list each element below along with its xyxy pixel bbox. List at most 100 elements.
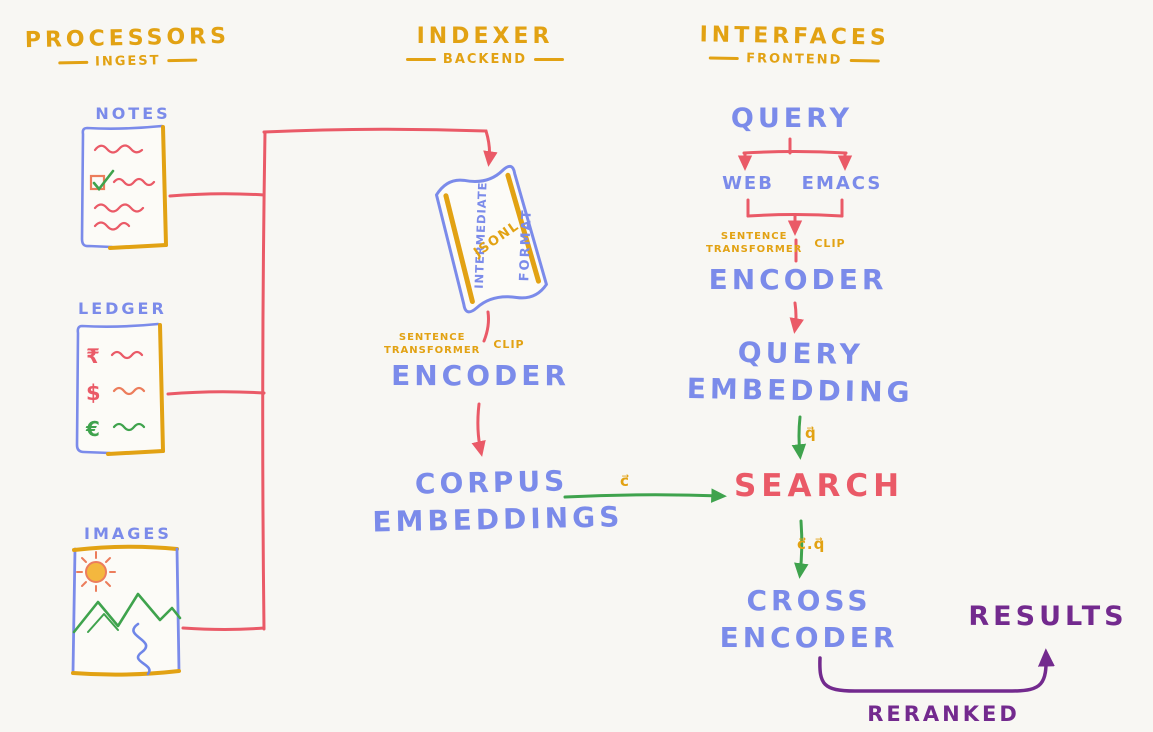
model-line1: SENTENCE (720, 231, 788, 242)
wire-search-to-cross (794, 519, 809, 579)
wire-notes-to-trunk (168, 192, 266, 198)
sentence-transformer-label: SENTENCE TRANSFORMER (384, 331, 480, 357)
corpus-embeddings-label: CORPUS EMBEDDINGS (371, 461, 624, 540)
rule-right (849, 59, 880, 63)
images-document-sketch (71, 544, 182, 677)
model-line1: SENTENCE (398, 332, 466, 343)
ledger-frame-yellow-right (158, 323, 165, 453)
ledger-document-sketch: ₹ $ € (75, 322, 165, 456)
river-icon (132, 622, 151, 676)
query-embedding-label: QUERY EMBEDDING (682, 333, 918, 411)
sun-icon (85, 561, 107, 583)
reranked-label: RERANKED (867, 702, 1020, 726)
wire-trunk-vertical (261, 130, 267, 631)
model-line2: TRANSFORMER (384, 345, 481, 356)
mountains-icon (72, 592, 182, 634)
processors-subtitle-text: INGEST (94, 53, 161, 70)
notes-scribble-2 (112, 177, 156, 187)
interfaces-model-label: SENTENCE TRANSFORMER CLIP (706, 230, 846, 256)
notes-document-sketch (80, 124, 168, 250)
notes-frame-yellow-right (161, 125, 168, 247)
rule-left (58, 61, 89, 65)
scroll-text-intermediate: INTERMEDIATE (472, 181, 490, 289)
ingest-wires (166, 127, 498, 631)
wire-scroll-to-model (482, 310, 490, 343)
rupee-symbol: ₹ (86, 344, 100, 368)
images-label: IMAGES (84, 524, 172, 543)
scroll-band-right (505, 172, 541, 284)
notes-scribble-3 (93, 203, 145, 213)
clip-label: CLIP (814, 236, 846, 250)
ledger-scribble-3 (112, 422, 146, 432)
indexer-encoder-label: ENCODER (391, 359, 570, 392)
wire-query-branch (742, 150, 848, 155)
query-label: QUERY (730, 103, 854, 134)
checkmark-icon (92, 169, 115, 192)
mountain-ridge-2 (87, 613, 119, 633)
notes-frame-blue (80, 124, 164, 249)
wire-ledger-to-trunk (166, 390, 266, 396)
cross-encoder-label: CROSS ENCODER (698, 582, 920, 656)
query-embedding-line1: QUERY (737, 335, 865, 372)
images-frame-top (72, 544, 179, 552)
rule-left (709, 56, 740, 60)
rule-left (405, 58, 436, 61)
query-vector-label: q⃗ (805, 424, 817, 442)
indexer-subtitle: BACKEND (390, 52, 580, 67)
scroll-band-left (443, 193, 475, 305)
indexer-model-label: SENTENCE TRANSFORMER CLIP (384, 331, 525, 357)
ledger-frame-blue (75, 322, 160, 455)
notes-scribble-1 (93, 144, 144, 154)
dollar-symbol: $ (86, 381, 101, 405)
rule-right (167, 58, 198, 62)
indexer-subtitle-text: BACKEND (442, 52, 528, 67)
jsonl-scroll-sketch: INTERMEDIATE JSONL FORMAT (434, 164, 548, 314)
rerank-wires (818, 648, 1055, 693)
clip-label: CLIP (493, 337, 525, 351)
interfaces-title: INTERFACES (699, 22, 890, 51)
ledger-scribble-1 (110, 350, 144, 360)
cross-encoder-line1: CROSS (746, 584, 872, 617)
indexer-title: INDEXER (416, 24, 554, 49)
ledger-label: LEDGER (78, 299, 167, 318)
processors-header: PROCESSORS INGEST (25, 24, 231, 71)
web-client-label: WEB (722, 173, 774, 194)
interfaces-header: INTERFACES FRONTEND (692, 22, 898, 69)
scroll-text-format: FORMAT (517, 208, 535, 281)
results-label: RESULTS (968, 601, 1128, 632)
notes-label: NOTES (95, 104, 171, 123)
interfaces-subtitle-text: FRONTEND (746, 51, 843, 68)
notes-frame-yellow-bottom (108, 243, 168, 250)
images-frame-bottom (71, 669, 181, 677)
model-line2: TRANSFORMER (706, 244, 803, 255)
query-embedding-line2: EMBEDDING (686, 372, 914, 409)
wire-cross-to-results (818, 648, 1055, 693)
corpus-line1: CORPUS (414, 464, 569, 501)
images-frame-left (71, 547, 77, 674)
wire-encoder-to-corpus (471, 402, 486, 457)
euro-symbol: € (85, 417, 100, 441)
images-frame-right (175, 547, 181, 673)
rule-right (534, 58, 565, 61)
indexer-header: INDEXER BACKEND (390, 24, 580, 67)
wire-images-to-trunk (181, 626, 266, 631)
search-wires (563, 415, 809, 579)
search-label: SEARCH (733, 468, 905, 504)
ledger-paper (79, 326, 162, 453)
cross-encoder-line2: ENCODER (719, 621, 899, 654)
wire-encoder-to-qemb (789, 301, 804, 334)
corpus-vector-label: c⃗ (620, 472, 630, 490)
wire-corpus-to-search (563, 488, 727, 503)
notes-scribble-4 (93, 221, 131, 231)
sentence-transformer-label: SENTENCE TRANSFORMER (706, 230, 802, 256)
interfaces-encoder-label: ENCODER (708, 263, 888, 296)
sun-rays (76, 551, 116, 592)
ledger-scribble-2 (112, 386, 146, 396)
emacs-client-label: EMACS (801, 173, 883, 194)
wire-qemb-to-search (791, 415, 807, 460)
ledger-frame-yellow-bottom (106, 449, 165, 456)
cq-vector-label: c⃗.q⃗ (797, 535, 826, 553)
interface-wires (737, 137, 853, 334)
